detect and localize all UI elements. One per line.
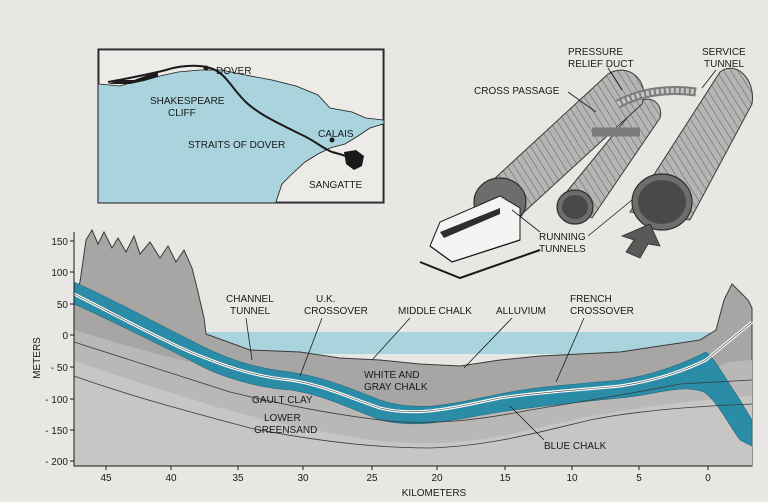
train-rails: [419, 249, 541, 280]
label-pressure-2: RELIEF DUCT: [568, 59, 634, 70]
y-tick-neg200: - 200: [45, 457, 68, 468]
label-middle-chalk: MIDDLE CHALK: [398, 306, 472, 317]
label-service-1: SERVICE: [702, 47, 746, 58]
map-france: [275, 123, 384, 203]
map-label-shakespeare: SHAKESPEARE: [150, 96, 225, 107]
direction-arrow: [620, 223, 661, 259]
right-tunnel-interior: [638, 180, 686, 224]
label-alluvium: ALLUVIUM: [496, 306, 546, 317]
label-lower-1: LOWER: [264, 413, 301, 424]
x-tick-5: 5: [636, 473, 642, 484]
x-tick-10: 10: [566, 473, 578, 484]
label-running-2: TUNNELS: [539, 244, 586, 255]
label-pressure-1: PRESSURE: [568, 47, 623, 58]
label-uk-2: CROSSOVER: [304, 306, 368, 317]
service-tunnel-interior: [562, 195, 588, 219]
label-channel-2: TUNNEL: [230, 306, 270, 317]
sea-band: [205, 332, 733, 354]
train-windows: [440, 208, 500, 238]
map-uk-terminal: [108, 73, 158, 84]
y-tick-neg100: - 100: [45, 395, 68, 406]
x-tick-20: 20: [431, 473, 443, 484]
lower-greensand-band: [74, 360, 752, 466]
x-tick-25: 25: [366, 473, 378, 484]
x-axis-title: KILOMETERS: [402, 488, 467, 499]
label-running-1: RUNNING: [539, 232, 586, 243]
tunnel-cutaway: PRESSURE RELIEF DUCT SERVICE TUNNEL CROS…: [419, 47, 753, 280]
geological-profile: 150 100 50 0 - 50 - 100 - 150 - 200 45 4…: [32, 228, 753, 499]
label-channel-1: CHANNEL: [226, 294, 274, 305]
y-tick-100: 100: [51, 268, 68, 279]
label-uk-1: U.K.: [316, 294, 335, 305]
map-label-cliff: CLIFF: [168, 108, 196, 119]
x-tick-0: 0: [705, 473, 711, 484]
label-white-2: GRAY CHALK: [364, 382, 428, 393]
location-map: DOVER SHAKESPEARE CLIFF CALAIS STRAITS O…: [97, 48, 385, 204]
label-blue-chalk: BLUE CHALK: [544, 441, 607, 452]
map-label-dover: DOVER: [216, 66, 252, 77]
x-tick-15: 15: [499, 473, 511, 484]
calais-marker: [329, 137, 335, 143]
map-label-sangatte: SANGATTE: [309, 180, 362, 191]
label-lower-2: GREENSAND: [254, 425, 317, 436]
x-tick-30: 30: [297, 473, 309, 484]
map-label-strait: STRAITS OF DOVER: [188, 140, 285, 151]
x-tick-40: 40: [165, 473, 177, 484]
y-tick-neg50: - 50: [51, 363, 69, 374]
dover-marker: [203, 65, 209, 71]
map-label-calais: CALAIS: [318, 129, 354, 140]
label-service-2: TUNNEL: [704, 59, 744, 70]
label-white-1: WHITE AND: [364, 370, 420, 381]
label-french-1: FRENCH: [570, 294, 612, 305]
y-tick-neg150: - 150: [45, 426, 68, 437]
y-tick-0: 0: [62, 331, 68, 342]
map-french-terminal: [344, 150, 364, 170]
map-tunnel-route: [107, 64, 353, 159]
x-tick-45: 45: [100, 473, 112, 484]
y-tick-150: 150: [51, 237, 68, 248]
y-tick-50: 50: [57, 300, 69, 311]
label-french-2: CROSSOVER: [570, 306, 634, 317]
left-running-tunnel-tube: [479, 69, 645, 215]
label-gault: GAULT CLAY: [252, 395, 313, 406]
label-cross-passage: CROSS PASSAGE: [474, 86, 560, 97]
x-tick-35: 35: [232, 473, 244, 484]
y-axis-title: METERS: [32, 337, 43, 379]
